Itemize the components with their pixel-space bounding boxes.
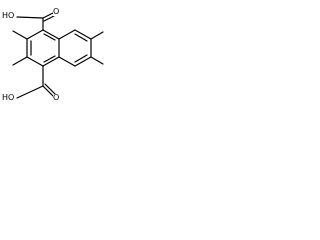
carbonyl-bond-top-1 <box>42 12 54 19</box>
carbonyl-bond-top-2 <box>43 15 55 22</box>
naphthalene-dicarboxylic-acid-structure <box>12 12 104 99</box>
double-bond-c8a-c1 <box>43 55 56 63</box>
bond-c4a-c5 <box>58 29 76 40</box>
chemical-structure-canvas: O HO O HO <box>0 0 106 112</box>
bond-c5-c6 <box>74 29 92 40</box>
bond-c7-c8 <box>74 56 92 67</box>
bond-c3-c4 <box>26 29 44 40</box>
hydroxyl-bond-top <box>16 16 44 19</box>
double-bond-c5-c6 <box>74 33 88 42</box>
bond-c8-c8a <box>58 56 76 67</box>
hydroxyl-bond-bottom <box>16 85 44 99</box>
bond-c8a-c1 <box>42 56 60 67</box>
hydroxyl-label-bottom: HO <box>2 93 15 102</box>
double-bond-c7-c8 <box>74 54 88 63</box>
carbonyl-bond-bottom-2 <box>44 83 56 95</box>
methyl-bond-c6 <box>90 31 104 40</box>
methyl-bond-c2 <box>12 56 28 66</box>
carbonyl-bond-bottom-1 <box>42 85 54 97</box>
double-bond-c4-c4a <box>43 33 56 41</box>
bond-c4-c4a <box>42 29 60 40</box>
methyl-bond-c7 <box>90 56 104 65</box>
methyl-bond-c3 <box>12 30 28 40</box>
bond-c1-c2 <box>26 56 44 67</box>
hydroxyl-label-top: HO <box>2 11 15 20</box>
carbonyl-oxygen-label-bottom: O <box>53 93 60 102</box>
carbonyl-oxygen-label-top: O <box>53 7 60 16</box>
